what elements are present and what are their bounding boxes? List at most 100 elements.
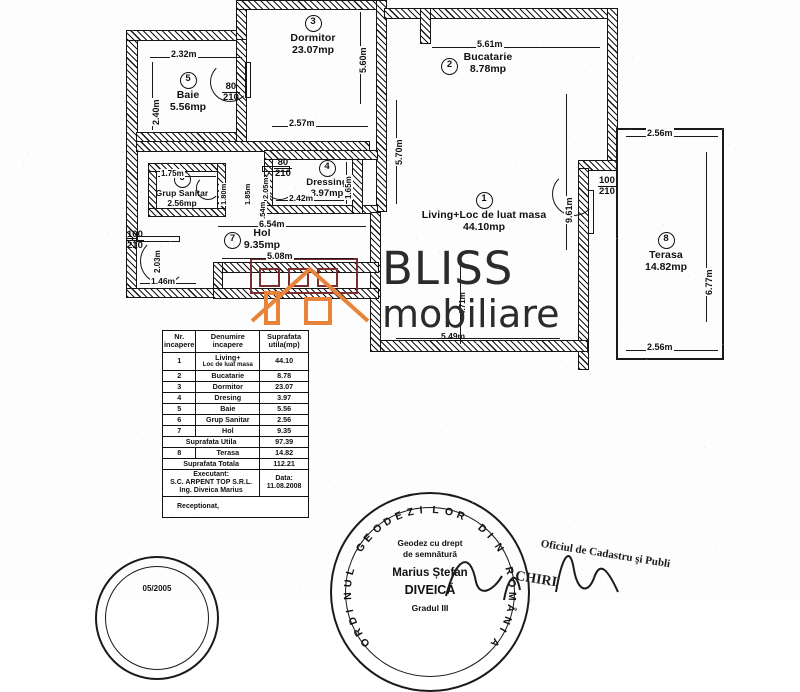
scan-speck <box>652 148 653 149</box>
scan-speck <box>550 539 551 540</box>
scan-speck <box>358 237 359 238</box>
scan-speck <box>350 8 351 9</box>
scan-speck <box>196 179 197 180</box>
scan-speck <box>381 343 382 344</box>
scan-speck <box>533 542 534 543</box>
scan-speck <box>281 409 282 410</box>
scan-speck <box>138 408 139 409</box>
scan-speck <box>79 265 80 266</box>
dimension-dressing-width: 2.42m <box>288 193 314 203</box>
scan-speck <box>4 435 5 436</box>
scan-speck <box>41 521 42 522</box>
scan-speck <box>747 44 748 45</box>
scan-speck <box>371 322 372 323</box>
signature-mark <box>440 540 560 600</box>
scan-speck <box>472 502 473 503</box>
scan-speck <box>234 323 235 324</box>
scan-speck <box>256 454 257 455</box>
scan-speck <box>124 238 125 239</box>
scan-speck <box>785 503 786 504</box>
scan-speck <box>21 339 22 340</box>
scan-speck <box>780 480 781 481</box>
table-row: 7 Hol 9.35 <box>163 425 309 436</box>
dimension-entry-width: 1.46m <box>150 276 176 286</box>
scan-speck <box>271 358 272 359</box>
scan-speck <box>128 132 129 133</box>
executant-label: Executant: <box>164 471 258 479</box>
scan-speck <box>69 493 70 494</box>
scan-speck <box>296 305 297 306</box>
cell-name: Living+ Loc de luat masa <box>196 352 260 370</box>
scan-speck <box>162 492 163 493</box>
scan-speck <box>10 417 11 418</box>
room-label-baie: 5 Baie 5.56mp <box>150 72 226 114</box>
scan-speck <box>631 564 632 565</box>
scan-speck <box>642 147 643 148</box>
scan-speck <box>192 210 193 211</box>
scan-speck <box>64 542 65 543</box>
scan-speck <box>369 246 370 247</box>
scan-speck <box>586 163 587 164</box>
scan-speck <box>366 74 367 75</box>
scan-speck <box>331 257 332 258</box>
door-mark-100-210: 100 210 <box>126 230 144 250</box>
scan-speck <box>467 103 468 104</box>
scan-speck <box>204 472 205 473</box>
scan-speck <box>190 360 191 361</box>
scan-speck <box>248 365 249 366</box>
scan-speck <box>775 121 776 122</box>
scan-speck <box>68 415 69 416</box>
scan-speck <box>451 133 452 134</box>
scan-speck <box>257 101 258 102</box>
scan-speck <box>462 596 463 597</box>
scan-speck <box>609 332 610 333</box>
scan-speck <box>367 115 368 116</box>
scan-speck <box>422 507 423 508</box>
cell-name: Grup Sanitar <box>196 414 260 425</box>
table-row-subtotal: Suprafata Utila 97.39 <box>163 436 309 447</box>
stamp-lower-left-inner-ring <box>105 566 209 670</box>
scan-speck <box>264 14 265 15</box>
scan-speck <box>692 496 693 497</box>
scan-speck <box>497 267 498 268</box>
scan-speck <box>523 455 524 456</box>
scan-speck <box>412 333 413 334</box>
scan-speck <box>307 42 308 43</box>
scan-speck <box>503 471 504 472</box>
scan-speck <box>561 277 562 278</box>
subtotal-label: Suprafata Utila <box>163 436 260 447</box>
scan-speck <box>50 174 51 175</box>
cell-name: Terasa <box>196 448 260 459</box>
scan-speck <box>177 144 178 145</box>
scan-speck <box>414 429 415 430</box>
scan-speck <box>481 475 482 476</box>
scan-speck <box>463 500 464 501</box>
scan-speck <box>710 539 711 540</box>
scan-speck <box>586 39 587 40</box>
table-row: 2 Bucatarie 8.78 <box>163 370 309 381</box>
scan-speck <box>27 152 28 153</box>
scan-speck <box>197 394 198 395</box>
scan-speck <box>734 235 735 236</box>
scan-speck <box>27 154 28 155</box>
executant-block: Executant: S.C. ARPENT TOP S.R.L. Ing. D… <box>163 470 260 496</box>
scan-speck <box>722 129 723 130</box>
dimension-dressing-vertical: 2.05m <box>261 177 270 200</box>
dimension-grup-height: 1.80m <box>219 183 228 206</box>
scan-speck <box>349 158 350 159</box>
scan-speck <box>594 27 595 28</box>
scan-speck <box>535 321 536 322</box>
scan-speck <box>621 322 622 323</box>
scan-speck <box>118 187 119 188</box>
scan-speck <box>743 576 744 577</box>
scan-speck <box>763 300 764 301</box>
scan-speck <box>532 480 533 481</box>
scan-speck <box>295 187 296 188</box>
dimension-line <box>432 47 600 48</box>
scan-speck <box>123 531 124 532</box>
scan-speck <box>128 237 129 238</box>
scan-speck <box>358 89 359 90</box>
scan-speck <box>126 356 127 357</box>
cell-area: 5.56 <box>260 403 309 414</box>
scan-speck <box>775 385 776 386</box>
